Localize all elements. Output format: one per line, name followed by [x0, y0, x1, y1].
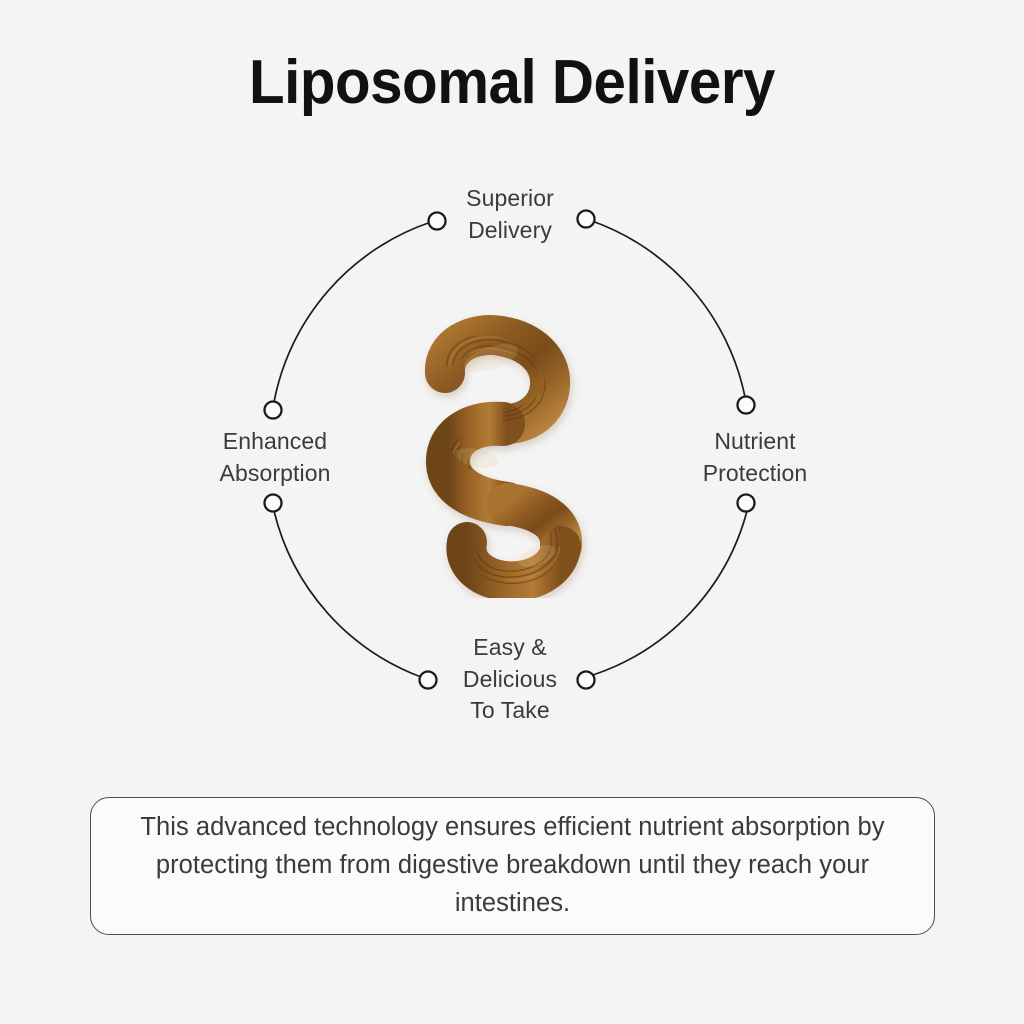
caption-box: This advanced technology ensures efficie… — [90, 797, 935, 935]
swirl-body — [425, 315, 582, 598]
nutrient-protection-node-top — [736, 395, 756, 415]
arc-superior-to-nutrient — [591, 220, 746, 398]
caramel-swirl-graphic — [425, 315, 582, 598]
page-title: Liposomal Delivery — [249, 48, 775, 117]
diagram-label-easy-delicious-to-take: Easy & Delicious To Take — [462, 634, 558, 724]
diagram-label-nutrient-protection: Nutrient Protection — [702, 428, 808, 486]
enhanced-absorption-node-top — [263, 400, 283, 420]
diagram-label-enhanced-absorption: Enhanced Absorption — [219, 428, 331, 486]
nutrient-protection-node-bottom — [736, 493, 756, 513]
caramel-swirl-photo — [415, 298, 605, 598]
swirl-gloss — [455, 344, 557, 567]
caption-text: This advanced technology ensures efficie… — [140, 813, 885, 917]
arc-enhanced-to-superior — [273, 221, 432, 403]
diagram-label-superior-delivery: Superior Delivery — [466, 185, 554, 243]
enhanced-absorption-node-bottom — [263, 493, 283, 513]
